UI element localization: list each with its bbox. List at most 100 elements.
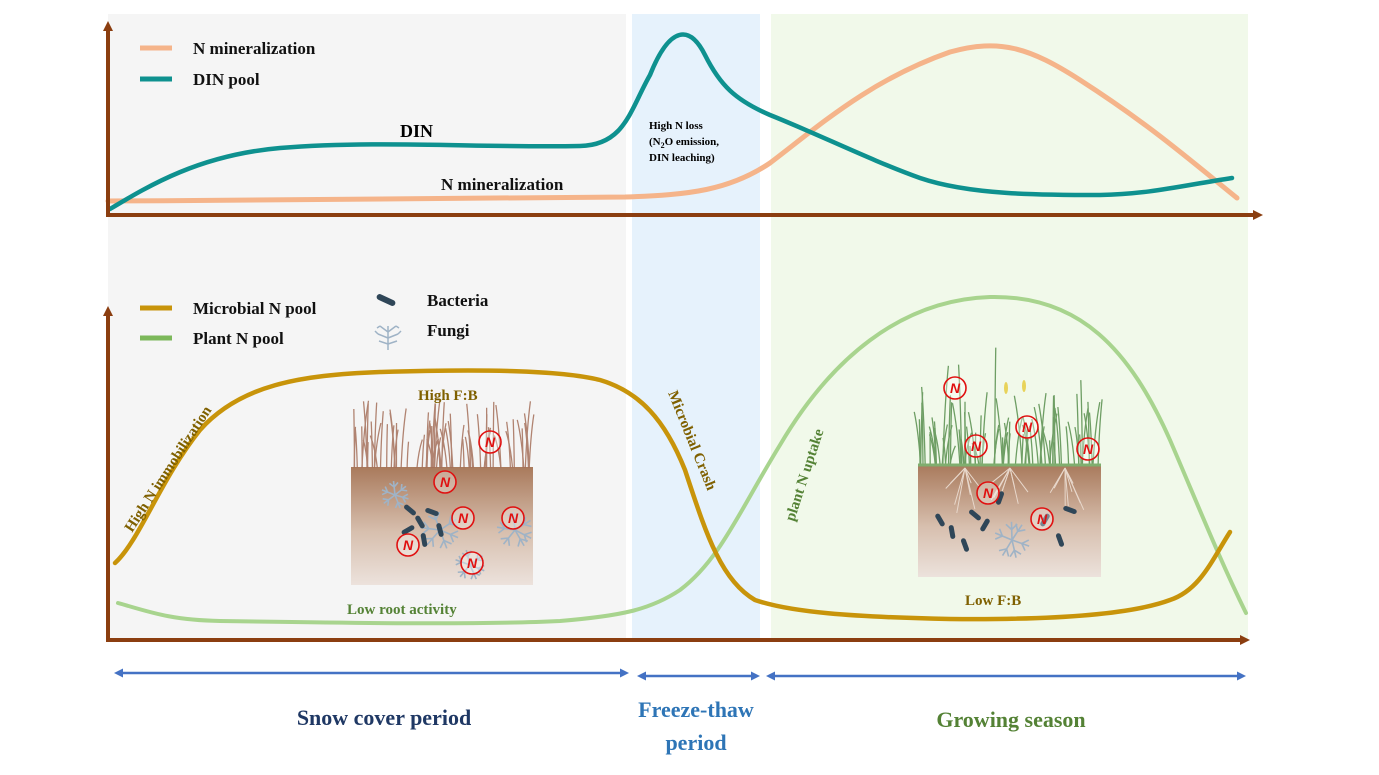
grass-blade bbox=[487, 427, 492, 469]
freeze-thaw-period-label-line1: Freeze-thaw bbox=[638, 697, 754, 722]
growing-n-markers: N N N N N N bbox=[943, 376, 1100, 531]
grass-blade bbox=[495, 404, 502, 469]
legend-label-n-mineralization: N mineralization bbox=[193, 39, 316, 58]
grass-blade bbox=[920, 392, 924, 467]
root-strand bbox=[1009, 467, 1019, 504]
bacterium bbox=[1040, 513, 1050, 527]
grass-blade bbox=[421, 434, 426, 469]
bacterium bbox=[995, 491, 1005, 505]
bacterium bbox=[1063, 505, 1077, 515]
bacterium bbox=[425, 507, 439, 517]
grass-blade bbox=[1025, 426, 1029, 467]
top-legend: N mineralization DIN pool bbox=[140, 39, 316, 89]
grass-blade bbox=[416, 439, 423, 469]
green-grass bbox=[913, 347, 1103, 467]
grass-blade bbox=[353, 408, 356, 469]
grass-blade bbox=[393, 429, 399, 469]
svg-text:N: N bbox=[1037, 511, 1048, 527]
freeze-thaw-background bbox=[632, 14, 760, 641]
grass-blade bbox=[431, 403, 436, 469]
svg-text:N: N bbox=[983, 485, 994, 501]
grass-blade bbox=[1083, 413, 1091, 467]
legend-label-din-pool: DIN pool bbox=[193, 70, 260, 89]
grass-blade bbox=[466, 403, 472, 469]
grass-blade bbox=[979, 415, 982, 467]
legend-label-microbial-n-pool: Microbial N pool bbox=[193, 299, 317, 318]
grass-blade bbox=[963, 432, 973, 467]
svg-text:N: N bbox=[485, 434, 496, 450]
n-marker: N bbox=[976, 481, 1000, 505]
n-marker: N bbox=[1076, 437, 1100, 461]
n-marker: N bbox=[1015, 415, 1039, 439]
bacterium bbox=[960, 538, 970, 552]
grass-blade bbox=[1067, 421, 1076, 467]
grass-blade bbox=[993, 424, 1000, 467]
grass-blade bbox=[459, 424, 465, 469]
grass-blade bbox=[468, 435, 475, 469]
svg-text:N: N bbox=[971, 438, 982, 454]
svg-text:N: N bbox=[467, 555, 478, 571]
grass-blade bbox=[433, 399, 441, 469]
grass-blade bbox=[523, 413, 530, 469]
growing-bacteria bbox=[935, 491, 1077, 552]
grass-blade bbox=[1078, 434, 1082, 467]
bacteria-icon bbox=[376, 294, 396, 306]
root-strand bbox=[1064, 467, 1073, 493]
grass-blade bbox=[1057, 407, 1063, 467]
n-marker: N bbox=[396, 533, 420, 557]
bacterium bbox=[436, 523, 444, 537]
root-strand bbox=[1064, 467, 1085, 511]
grass-blade bbox=[942, 437, 947, 467]
period-timeline: Snow cover period Freeze-thaw period Gro… bbox=[114, 668, 1246, 755]
svg-text:N: N bbox=[403, 537, 414, 553]
grass-blade bbox=[1039, 426, 1045, 467]
freeze-thaw-period-label-line2: period bbox=[665, 730, 726, 755]
n-marker: N bbox=[451, 506, 475, 530]
n-mineralization-curve bbox=[105, 43, 1240, 204]
grass-blade bbox=[516, 419, 525, 469]
grass-blade bbox=[512, 419, 515, 469]
n-marker: N bbox=[964, 434, 988, 458]
fungi-icon bbox=[374, 325, 402, 350]
svg-text:N: N bbox=[440, 474, 451, 490]
grass-blade bbox=[949, 402, 953, 467]
n-marker: N bbox=[1030, 507, 1054, 531]
din-annotation: DIN bbox=[400, 121, 433, 141]
grass-blade bbox=[1033, 406, 1043, 467]
legend-label-bacteria: Bacteria bbox=[427, 291, 489, 310]
grass-blade bbox=[462, 439, 465, 469]
grass-blade bbox=[400, 408, 407, 469]
root-strand bbox=[964, 467, 972, 484]
n-marker: N bbox=[943, 376, 967, 400]
n-marker: N bbox=[478, 430, 502, 454]
grass-blade bbox=[437, 440, 441, 469]
root-strand bbox=[990, 467, 1011, 501]
fungal-hypha bbox=[381, 480, 409, 509]
bacterium bbox=[935, 513, 945, 527]
high-n-loss-line2: (N2O emission, bbox=[649, 136, 719, 150]
low-root-activity-annotation: Low root activity bbox=[347, 602, 457, 618]
flower-head bbox=[1022, 380, 1026, 392]
fungal-hypha bbox=[496, 511, 532, 547]
grass-blade bbox=[435, 437, 442, 469]
growing-roots bbox=[945, 467, 1085, 514]
grass-blade bbox=[1031, 418, 1039, 467]
svg-text:N: N bbox=[1022, 419, 1033, 435]
grass-blade bbox=[1014, 416, 1024, 467]
grass-blade bbox=[1097, 399, 1103, 467]
svg-text:N: N bbox=[508, 510, 519, 526]
grass-blade bbox=[958, 429, 962, 467]
grass-blade bbox=[439, 428, 448, 469]
growing-soil-block bbox=[918, 465, 1101, 577]
grass-blade bbox=[1002, 432, 1009, 467]
grass-blade bbox=[1008, 421, 1011, 467]
plant-n-pool-curve bbox=[116, 294, 1248, 626]
bacterium bbox=[420, 533, 428, 547]
grass-blade bbox=[947, 395, 952, 467]
root-strand bbox=[956, 467, 966, 514]
fungal-hypha bbox=[994, 521, 1030, 558]
grass-blade bbox=[957, 364, 963, 467]
grass-blade bbox=[386, 424, 389, 469]
